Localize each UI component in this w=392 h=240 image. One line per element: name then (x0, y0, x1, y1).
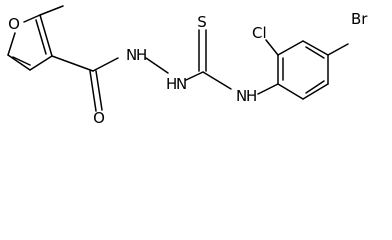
amide-nh-label: N (236, 87, 247, 105)
atom-labels: O O N H N H S N H Cl Br (8, 10, 368, 127)
bond-nh-aryl (257, 83, 279, 95)
furan-bond-o-c5 (7, 32, 16, 56)
bond-nh1-nh2 (145, 57, 169, 74)
thione-sulfur-label: S (197, 13, 207, 31)
hydrazide-nh2-h-label: H (166, 75, 177, 93)
bond-ring-chlorine (265, 39, 279, 56)
amide-nh-h-label: H (246, 87, 257, 105)
hydrazide-nh1-h-label: H (136, 46, 147, 64)
bond-thiocarbonyl-nh (202, 71, 232, 90)
carbonyl-double-bond-b (95, 70, 103, 111)
furan-oxygen-label: O (8, 15, 20, 33)
bond-carbonyl-nh1 (92, 57, 119, 72)
chlorine-label: Cl (252, 24, 267, 42)
hydrazide-nh1-label: N (126, 46, 137, 64)
furan-bond-c3-c2-double (35, 19, 47, 55)
ring-bond-6 (277, 83, 304, 100)
furan-bond-c5-c4-double (12, 56, 31, 66)
furan-bond-c4-c3 (29, 55, 53, 71)
furan-bond-o-c2 (23, 14, 41, 23)
bond-nh2-thiocarbonyl (185, 71, 204, 81)
carbonyl-oxygen-label: O (93, 109, 105, 127)
methyl-bond (39, 5, 64, 16)
carbonyl-double-bond-a (89, 70, 97, 112)
structure-diagram: O O N H N H S N H Cl Br (7, 5, 368, 127)
furan-bond-c5-c4 (7, 54, 31, 71)
ring-bond-5 (302, 83, 329, 100)
bond-ring-bromine (327, 43, 349, 56)
hydrazide-nh2-label: N (176, 75, 187, 93)
ring-inner-bond-b (305, 46, 325, 59)
furan-bond-c3-c2 (39, 14, 53, 57)
ring-inner-bond-c (305, 80, 325, 94)
bonds (7, 5, 349, 112)
ring-bond-3 (302, 40, 329, 56)
bromine-label: Br (351, 10, 368, 28)
ring-bond-2 (277, 40, 304, 56)
bond-c3-carbonyl (51, 55, 94, 72)
